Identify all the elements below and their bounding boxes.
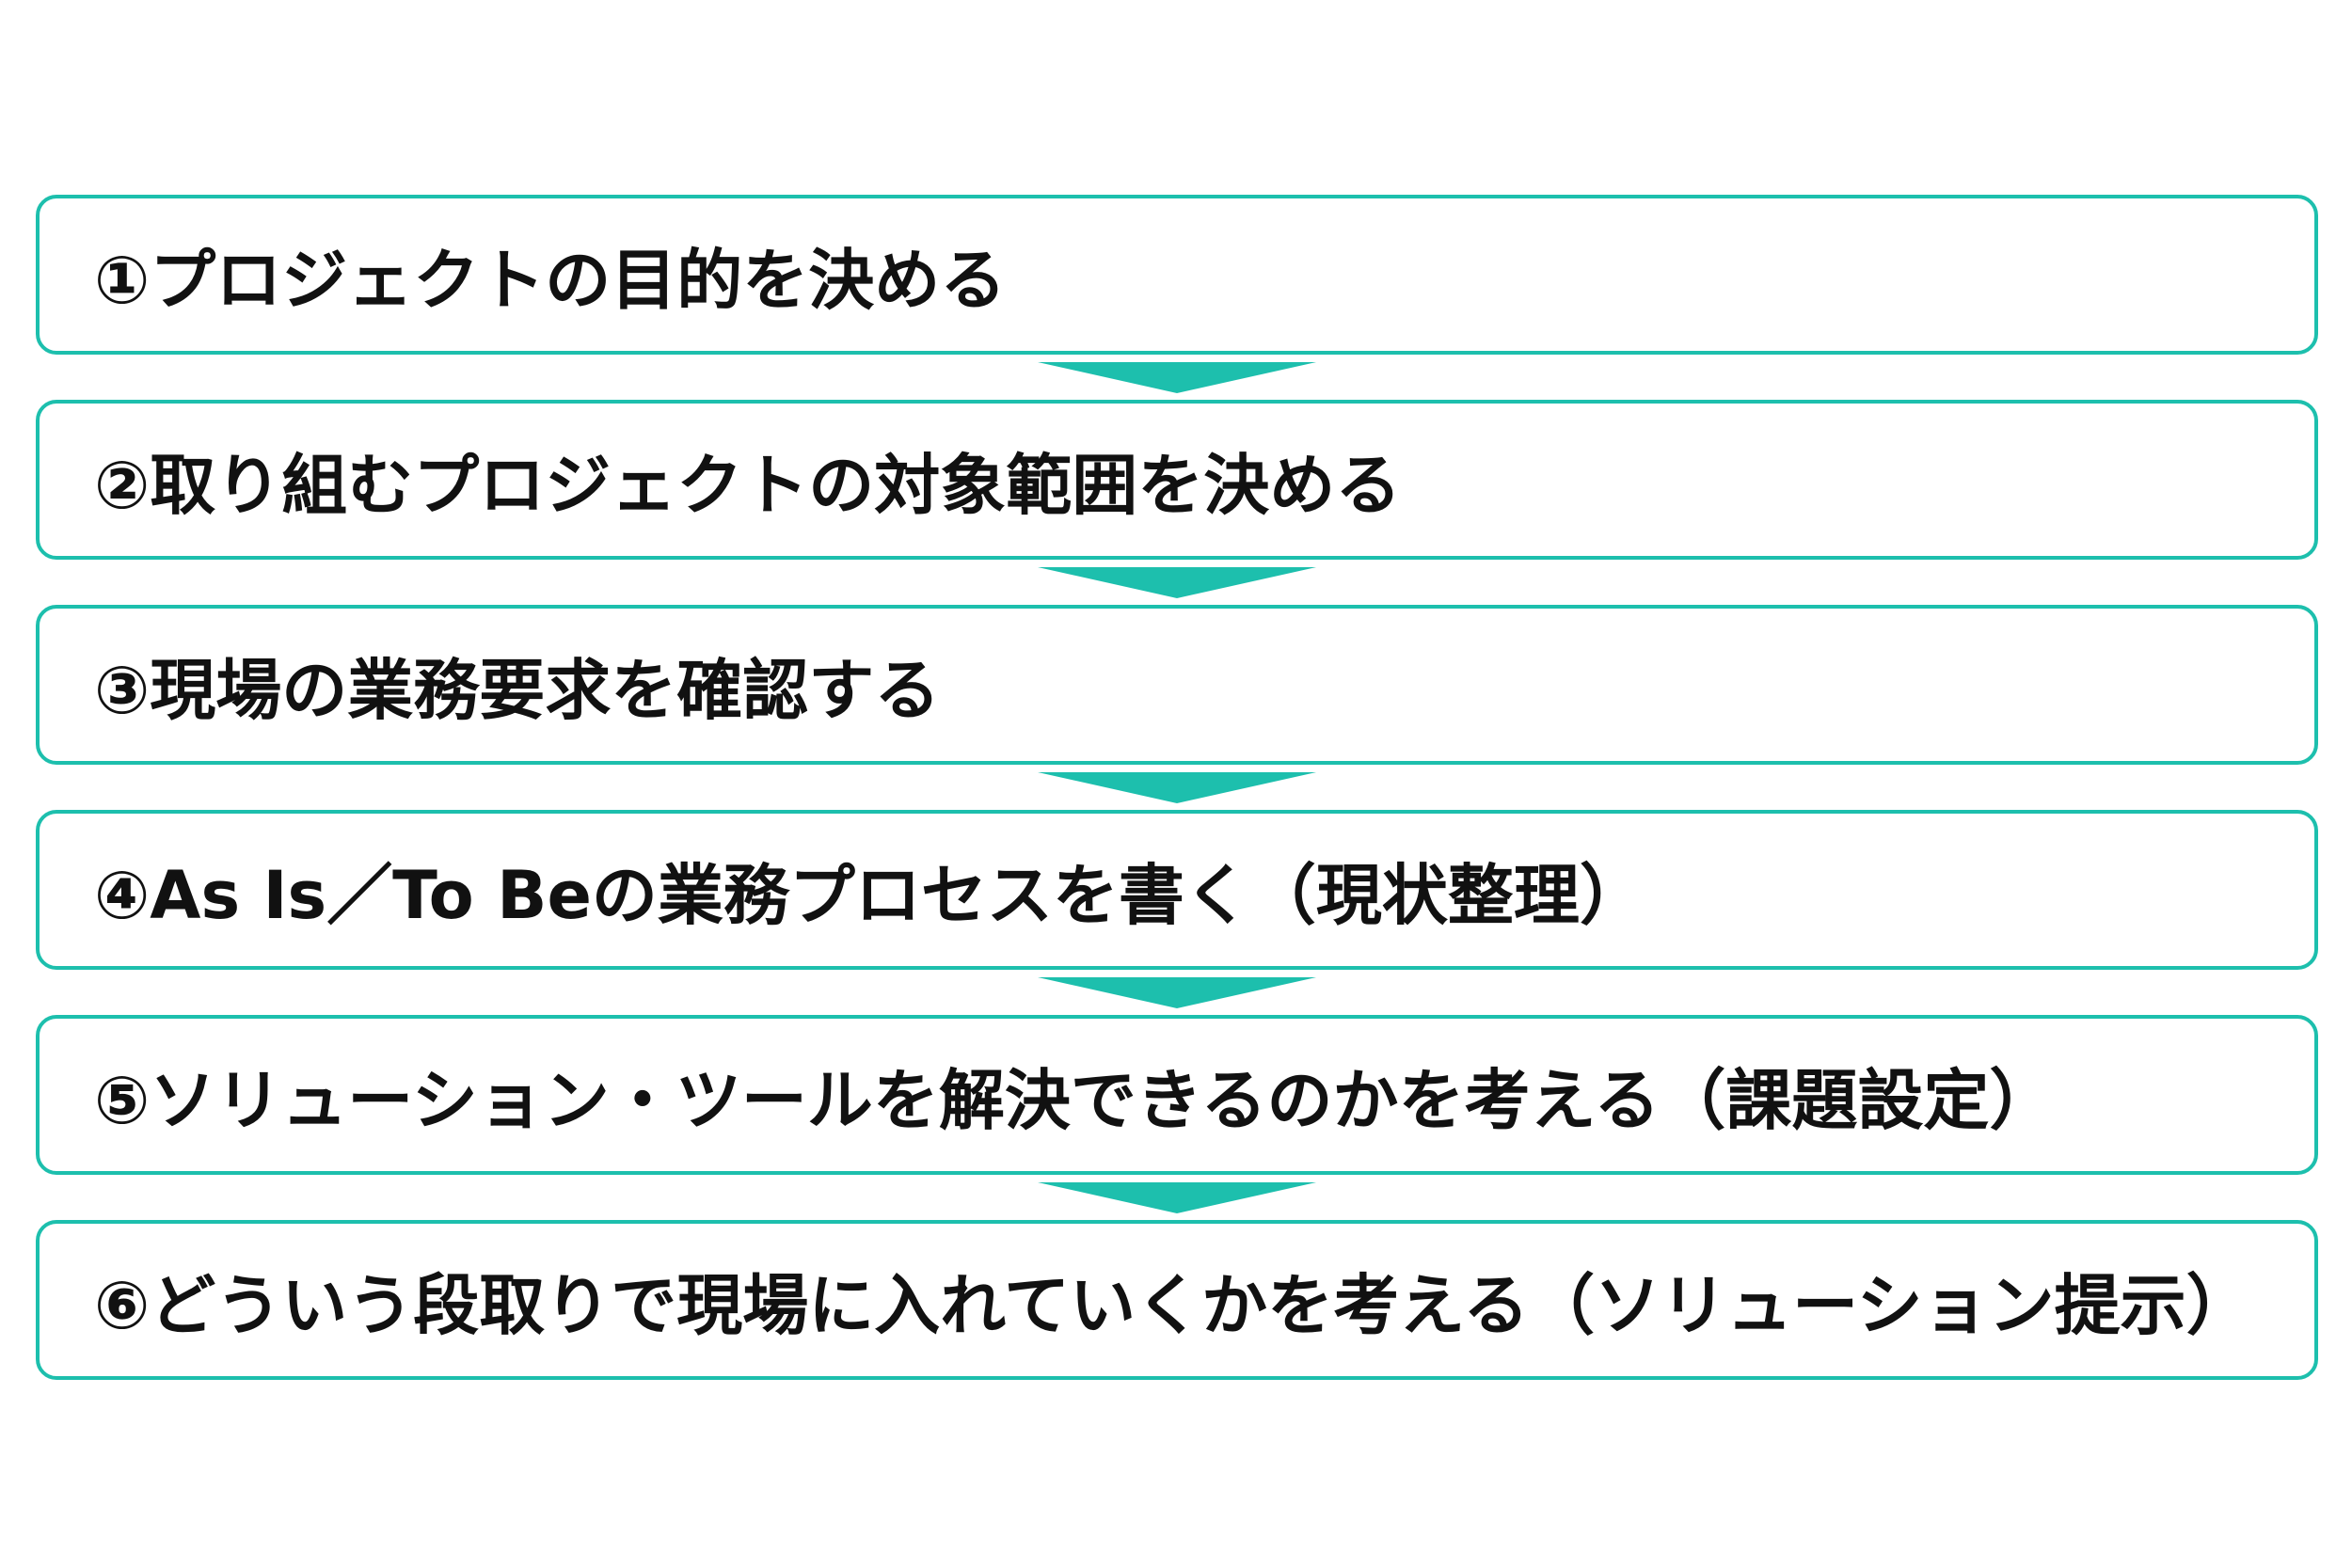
step-box-3: ③現場の業務要求を確認する [36,605,2318,765]
step-box-6: ⑥どういう段取りで現場に入れていくかを考える（ソリューション提示） [36,1220,2318,1380]
down-arrow-icon [1038,361,1316,393]
connector [36,560,2318,605]
step-box-1: ①プロジェクトの目的を決める [36,195,2318,355]
step-label: ⑥どういう段取りで現場に入れていくかを考える（ソリューション提示） [94,1266,2252,1344]
step-label: ⑤ソリューション・ツールを解決できるのかを考える（課題設定） [94,1061,2056,1139]
connector [36,765,2318,810]
connector [36,1175,2318,1220]
step-box-2: ②取り組むプロジェクトの対象範囲を決める [36,400,2318,560]
down-arrow-icon [1038,976,1316,1008]
step-label: ②取り組むプロジェクトの対象範囲を決める [94,446,1402,524]
down-arrow-icon [1038,566,1316,598]
down-arrow-icon [1038,1181,1316,1213]
step-label: ①プロジェクトの目的を決める [94,241,1007,319]
step-label: ④As Is／To Beの業務プロセスを書く（現状整理） [94,856,1645,934]
step-label: ③現場の業務要求を確認する [94,651,941,729]
connector [36,355,2318,400]
process-flow: ①プロジェクトの目的を決める ②取り組むプロジェクトの対象範囲を決める ③現場の… [36,195,2318,1380]
step-box-4: ④As Is／To Beの業務プロセスを書く（現状整理） [36,810,2318,970]
connector [36,970,2318,1015]
down-arrow-icon [1038,771,1316,803]
step-box-5: ⑤ソリューション・ツールを解決できるのかを考える（課題設定） [36,1015,2318,1175]
